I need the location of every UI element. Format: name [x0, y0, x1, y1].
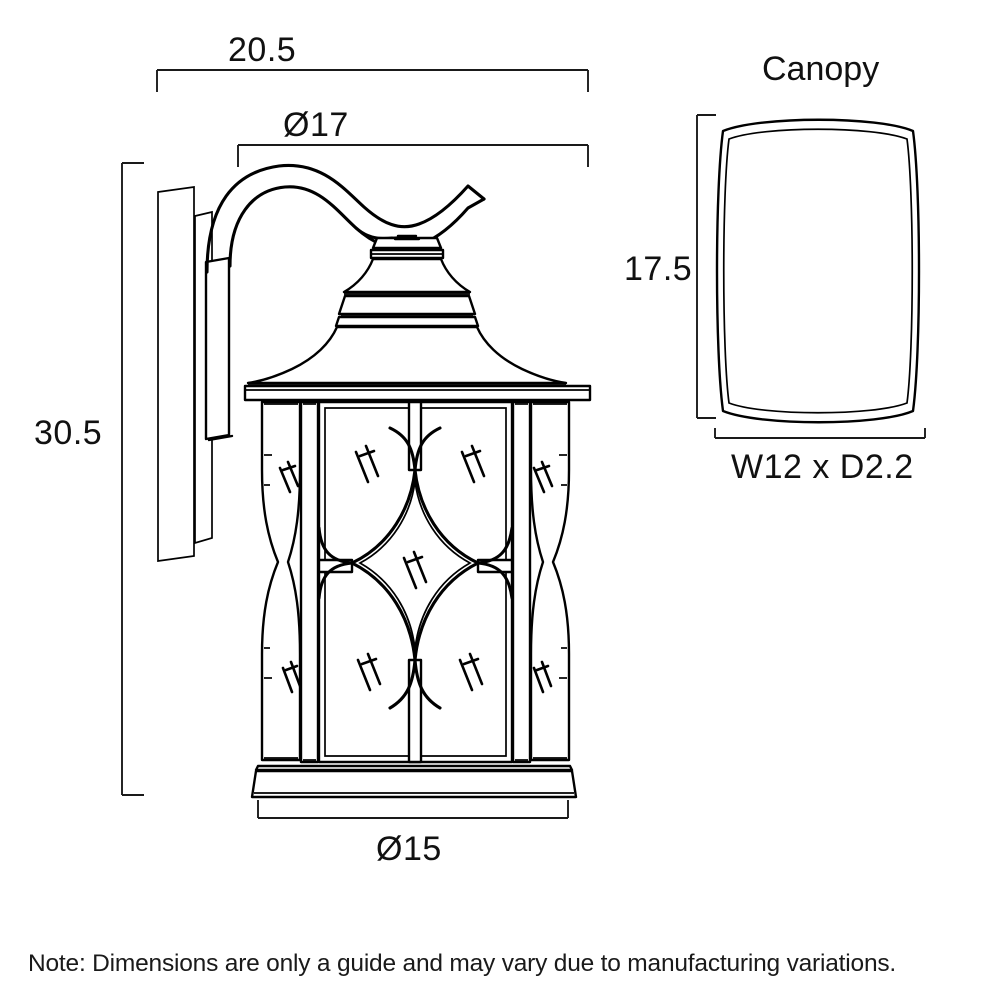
neck-collar-finial — [369, 234, 445, 260]
dimension-line-canopy-height — [696, 114, 716, 419]
dimension-line-overall-width — [156, 69, 589, 92]
dimension-label-overall-height: 30.5 — [34, 414, 103, 452]
corner-post-right-outer — [529, 400, 571, 762]
lantern-roof-rim — [243, 384, 592, 402]
dimension-line-canopy-width — [714, 428, 926, 439]
frame-stile-left — [299, 400, 320, 764]
lantern-base-plinth — [250, 764, 578, 799]
arm-vertical-riser — [204, 256, 234, 442]
glass-corner-fillets — [317, 426, 514, 710]
corner-post-left-outer — [260, 400, 302, 762]
dimension-line-overall-height — [121, 162, 144, 796]
frame-stile-right — [511, 400, 532, 764]
canopy-outline — [715, 118, 921, 424]
neck-bell — [334, 257, 480, 328]
glass-sparkle-marks — [278, 444, 554, 694]
dimension-label-canopy-height: 17.5 — [624, 250, 693, 288]
wall-mount-plate-outer — [157, 186, 195, 562]
dimension-label-base-diameter: Ø15 — [376, 830, 442, 868]
manufacturing-note: Note: Dimensions are only a guide and ma… — [28, 950, 897, 977]
glass-diamond-motif — [350, 468, 480, 662]
dimension-line-base-diameter — [257, 800, 569, 819]
lantern-roof-cap — [246, 325, 568, 386]
canopy-view-title: Canopy — [762, 50, 880, 88]
dimension-label-overall-width: 20.5 — [228, 31, 297, 69]
dimension-label-canopy-width-depth: W12 x D2.2 — [731, 448, 914, 486]
dimension-line-roof-diameter — [237, 144, 589, 167]
dimension-label-roof-diameter: Ø17 — [283, 106, 349, 144]
